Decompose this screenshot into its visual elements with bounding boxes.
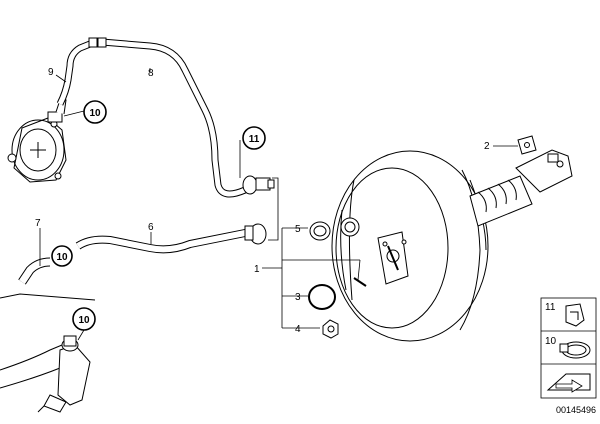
diagram-id: 00145496 [556,405,596,415]
circle-callout-10-mid: 10 [51,245,73,267]
legend-arrow-icon [546,373,591,393]
callout-3: 3 [295,292,301,303]
vacuum-pump [7,99,67,183]
callout-8: 8 [148,68,154,79]
bellows [469,149,573,227]
legend-item-11: 11 [545,302,556,313]
o-ring-5 [309,217,360,241]
legend-hose-clamp-icon [559,341,591,359]
callout-5: 5 [295,224,301,235]
callout-7: 7 [35,218,41,229]
legend-clip-icon [565,303,585,327]
leader-lines [39,68,518,341]
circle-callout-10-bottom-label: 10 [78,315,90,326]
callout-6: 6 [148,222,154,233]
callout-1: 1 [254,264,260,275]
circle-callout-11: 11 [242,126,266,150]
engine-pipe [0,293,96,413]
callout-2: 2 [484,141,490,152]
callout-9: 9 [48,67,54,78]
legend-item-10: 10 [545,336,557,347]
circle-callout-11-label: 11 [249,134,260,145]
hose-6 [75,223,267,254]
circle-callout-10-top-label: 10 [89,108,101,119]
circle-callout-10-bottom: 10 [72,307,96,331]
check-valve [242,175,275,195]
hose-8 [97,37,247,198]
circle-callout-10-mid-label: 10 [56,252,68,263]
brake-booster [331,150,489,342]
nut-4 [322,319,339,339]
clip-2 [517,135,537,155]
circle-callout-10-top: 10 [83,100,107,124]
callout-4: 4 [295,324,301,335]
seal-3 [308,284,336,310]
hose-7 [18,257,51,285]
hose-9 [56,37,98,106]
